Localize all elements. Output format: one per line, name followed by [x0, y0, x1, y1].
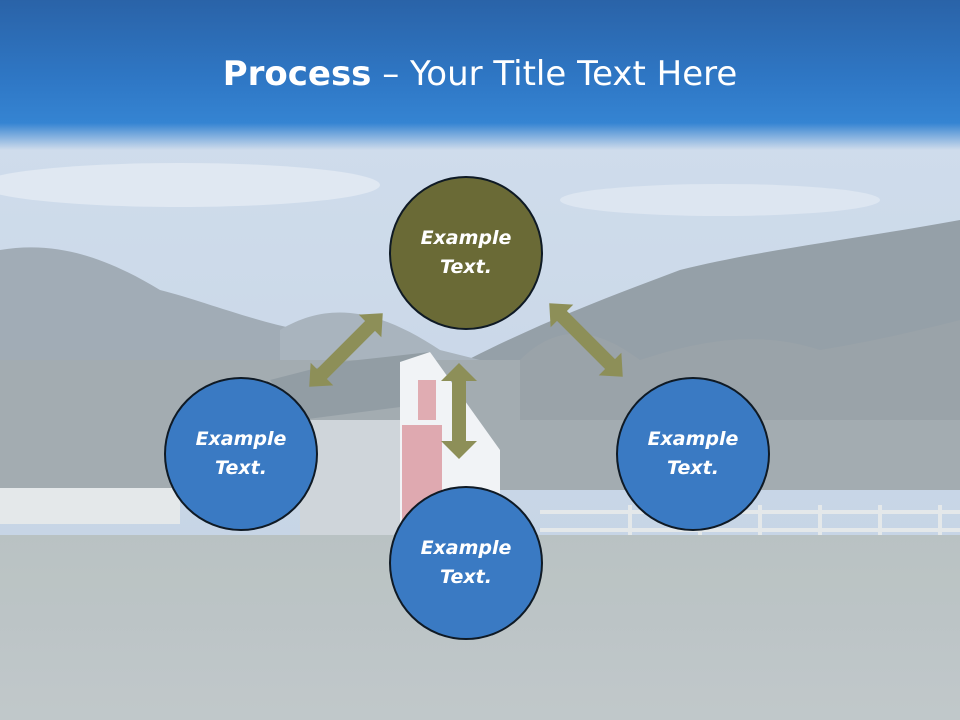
cloud: [560, 184, 880, 216]
node-left: Example Text.: [164, 377, 318, 531]
node-right: Example Text.: [616, 377, 770, 531]
node-right-label: Example Text.: [647, 428, 739, 479]
barn-door-upper: [418, 380, 436, 420]
title-bar: [0, 0, 960, 150]
node-left-label: Example Text.: [195, 428, 287, 479]
node-bottom-label: Example Text.: [420, 537, 512, 588]
left-fence: [0, 488, 180, 524]
tree-canopy: [520, 320, 960, 420]
right-fence: [540, 505, 960, 540]
title-bold: Process: [222, 54, 372, 94]
node-top-label: Example Text.: [420, 227, 512, 278]
node-center-top: Example Text.: [389, 176, 543, 330]
cloud: [0, 163, 380, 207]
node-bottom: Example Text.: [389, 486, 543, 640]
slide-title: Process – Your Title Text Here: [0, 52, 960, 96]
title-rest: – Your Title Text Here: [371, 54, 738, 94]
